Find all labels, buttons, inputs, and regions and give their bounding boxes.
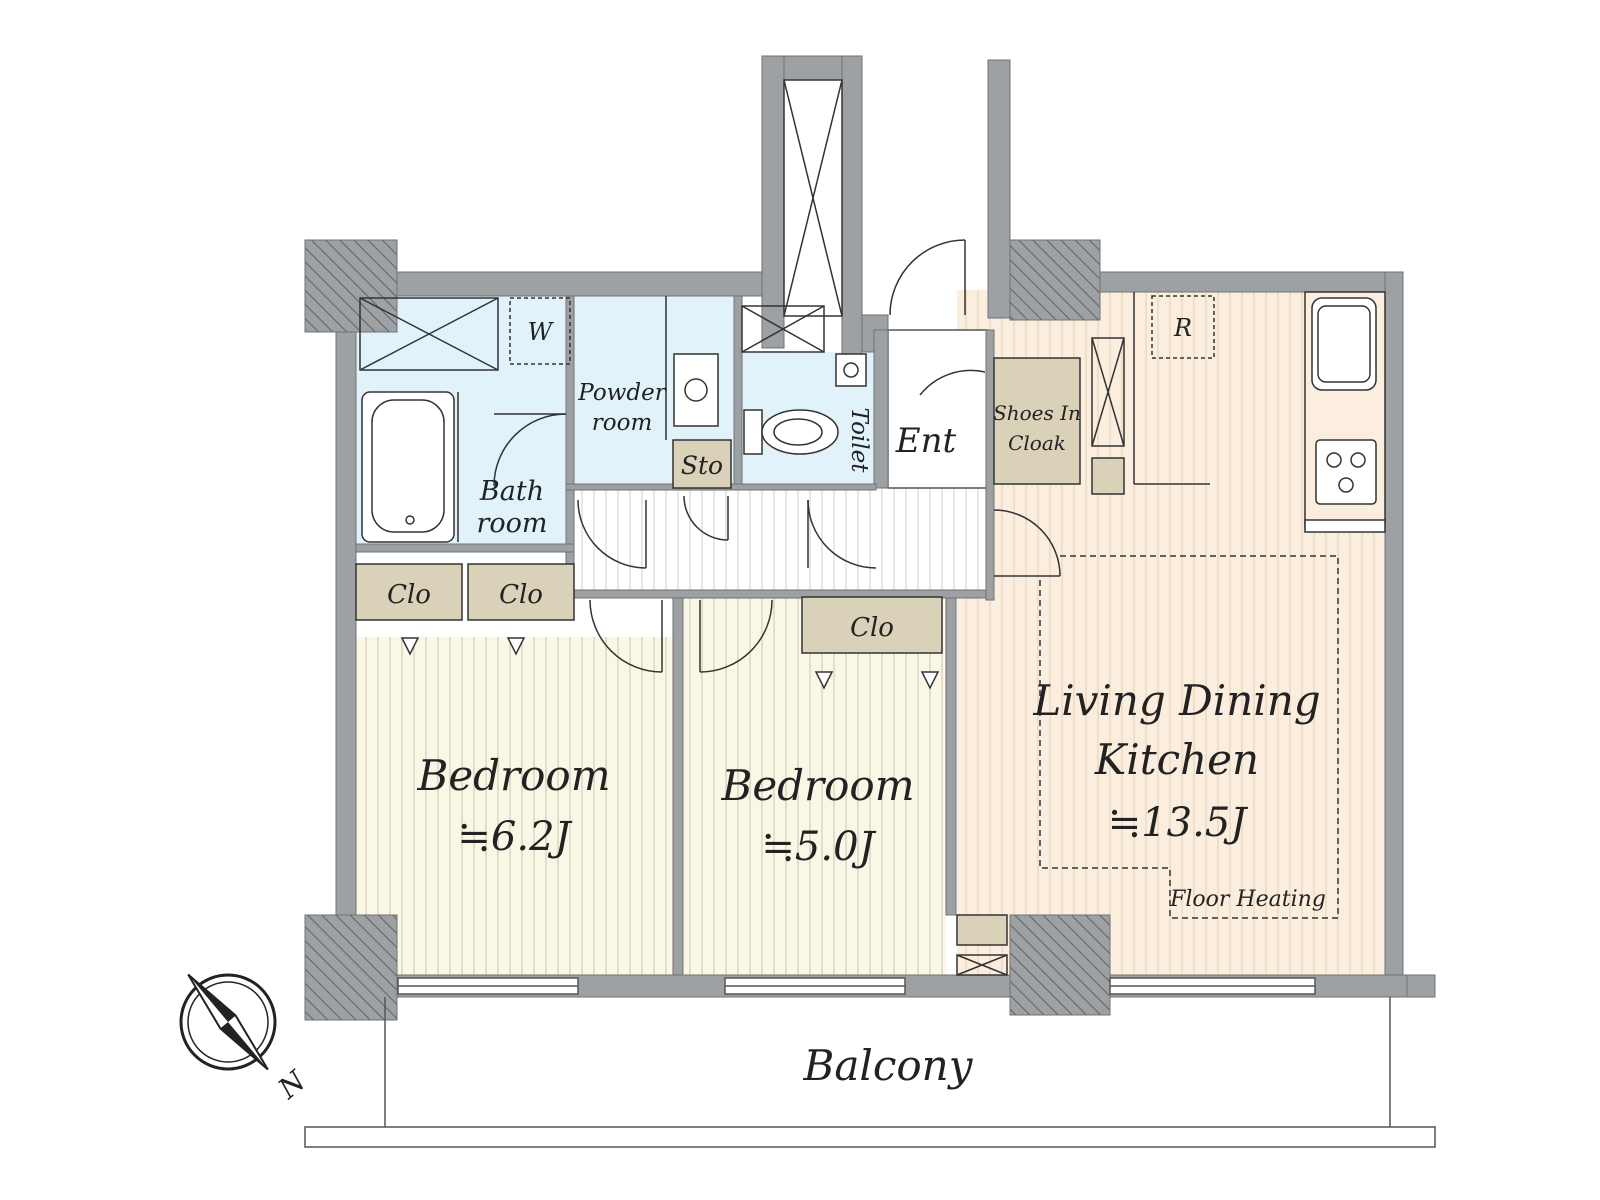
- cabinet-x-icon: [1091, 337, 1125, 447]
- north-arrow-icon: N: [179, 973, 313, 1106]
- bath-door-swing: [493, 413, 567, 487]
- windows: [397, 977, 1316, 995]
- closet-c: [801, 596, 943, 654]
- bath-label-line1: Bath: [479, 476, 544, 507]
- wall-toilet-entry: [873, 329, 889, 489]
- fixtures: [355, 79, 1386, 976]
- closet-a: [355, 563, 463, 621]
- stove-icon: [1315, 439, 1377, 505]
- duct-shaft-icon: [783, 79, 843, 317]
- entry-door-swing: [889, 239, 966, 316]
- balcony: [304, 997, 1436, 1148]
- balcony-label: Balcony: [803, 1041, 974, 1090]
- toilet-icon: [743, 409, 763, 455]
- bathtub-icon: [361, 391, 455, 543]
- door-swing-bedroom1: [589, 599, 663, 673]
- bedroom2-name: Bedroom: [720, 761, 914, 810]
- closet-b: [467, 563, 575, 621]
- sto-label: Sto: [681, 451, 723, 480]
- door-swing-toilet: [807, 499, 877, 569]
- door-swing-bedroom2: [699, 599, 773, 673]
- shoes-label-line1: Shoes In: [993, 401, 1081, 425]
- bedroom1-floor: [355, 637, 673, 975]
- wall-top-left: [396, 271, 763, 297]
- corner-column-top-right: [1009, 239, 1101, 321]
- wall-entry-ldk: [985, 329, 995, 601]
- shoes-cloak: [993, 357, 1081, 485]
- corner-column-bottom-mid: [1009, 914, 1111, 1016]
- toilet-storage-x-icon: [741, 305, 825, 353]
- labels: Bedroom ≒6.2J Bedroom ≒5.0J Living Dinin…: [387, 314, 1326, 1090]
- corner-column-bottom-left: [304, 914, 398, 1021]
- washer-space-icon: [509, 297, 571, 365]
- powder-label-line1: Powder: [577, 380, 667, 406]
- toilet-label: Toilet: [846, 408, 872, 474]
- washer-label: W: [528, 318, 555, 346]
- door-swing-sto: [683, 495, 729, 541]
- shoes-label-line2: Cloak: [1008, 431, 1066, 455]
- bedroom1-name: Bedroom: [416, 751, 610, 800]
- compass-north-label: N: [271, 1063, 313, 1106]
- ldk-size: ≒13.5J: [1108, 800, 1249, 846]
- hall-floor: [578, 488, 990, 590]
- door-swing-hall-1: [577, 499, 647, 569]
- storage-sto: [672, 439, 732, 489]
- kitchen-sink-icon: [1311, 297, 1377, 391]
- shaft-wall-right: [841, 55, 863, 377]
- shaft-wall-left: [761, 55, 785, 349]
- ldk-name-line1: Living Dining: [1032, 676, 1320, 725]
- bedroom2-size: ≒5.0J: [761, 824, 876, 870]
- ldk-name-line2: Kitchen: [1094, 735, 1259, 784]
- wall-entry-right: [987, 59, 1011, 319]
- bedroom1-size: ≒6.2J: [457, 814, 572, 860]
- door-swing-ldk: [993, 509, 1061, 577]
- entrance-floor: [887, 329, 989, 489]
- fridge-space-icon: [1151, 295, 1215, 359]
- closet-c-label: Clo: [850, 613, 894, 643]
- wall-between-bedrooms: [672, 589, 684, 976]
- wall-left: [335, 331, 357, 928]
- closet-b-label: Clo: [499, 580, 543, 610]
- floor-heating-label: Floor Heating: [1169, 887, 1326, 912]
- storage-x-box-icon: [359, 297, 499, 371]
- wall-bath-closet: [355, 543, 575, 553]
- bath-label-line2: room: [476, 508, 547, 539]
- wall-top-right: [1099, 271, 1391, 293]
- wall-bedroom2-ldk: [945, 589, 957, 916]
- fridge-label: R: [1173, 314, 1192, 342]
- powder-label-line2: room: [592, 410, 653, 436]
- corner-column-top-left: [304, 239, 398, 333]
- wall-powder-toilet: [733, 295, 743, 489]
- closet-a-label: Clo: [387, 580, 431, 610]
- bedroom2-floor: [684, 597, 946, 975]
- sink-icon: [673, 353, 719, 427]
- entrance-label: Ent: [895, 421, 957, 461]
- wall-right: [1384, 271, 1404, 993]
